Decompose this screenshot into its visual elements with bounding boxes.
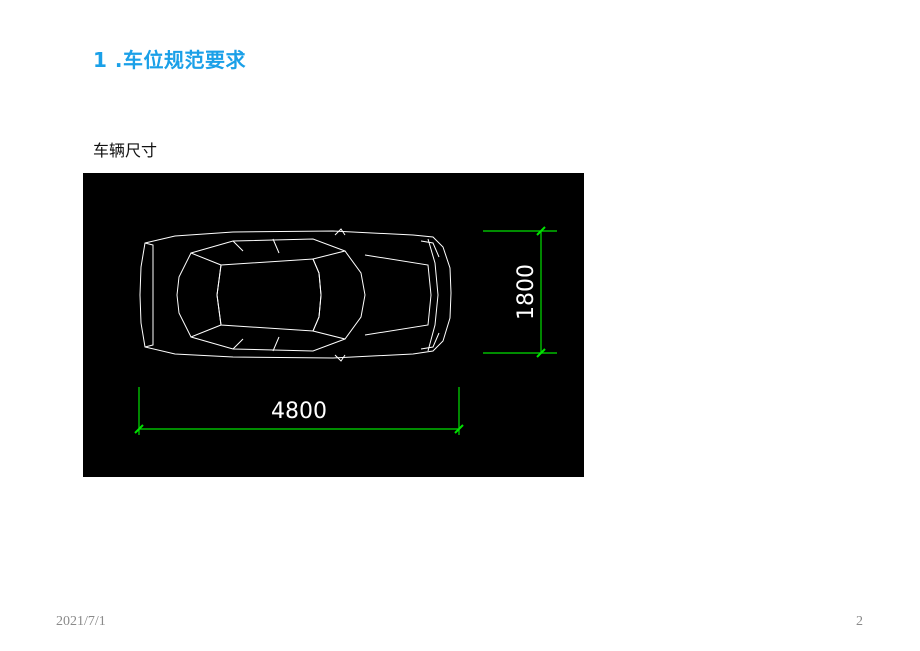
cad-canvas: 4800 1800 [134, 226, 557, 435]
slide-title: 1 .车位规范要求 [93, 48, 246, 72]
car-roof [216, 258, 322, 332]
width-label: 1800 [514, 264, 539, 320]
page-number: 2 [856, 614, 863, 629]
car-rear-panel [144, 242, 154, 348]
car-headlight-left [420, 240, 440, 258]
car-hood-inner [364, 254, 432, 336]
car-headlight-right [420, 332, 440, 350]
car-pillar-lines [232, 238, 280, 352]
car-dimension-drawing: 4800 1800 [83, 173, 584, 477]
car-windshield [312, 250, 366, 340]
dimension-length [134, 387, 464, 435]
dimension-width [483, 226, 557, 358]
section-subtitle: 车辆尺寸 [93, 141, 158, 160]
car-rear-window [176, 252, 222, 338]
car-hood-panel [427, 238, 439, 352]
car-body-outline [139, 230, 452, 359]
length-label: 4800 [271, 399, 327, 424]
car-mirror-right [334, 354, 346, 362]
car-side-window-bottom [190, 336, 346, 352]
car-top-view [139, 228, 452, 362]
footer-date: 2021/7/1 [56, 614, 106, 629]
car-side-window-top [190, 238, 346, 254]
car-mirror-left [334, 228, 346, 236]
